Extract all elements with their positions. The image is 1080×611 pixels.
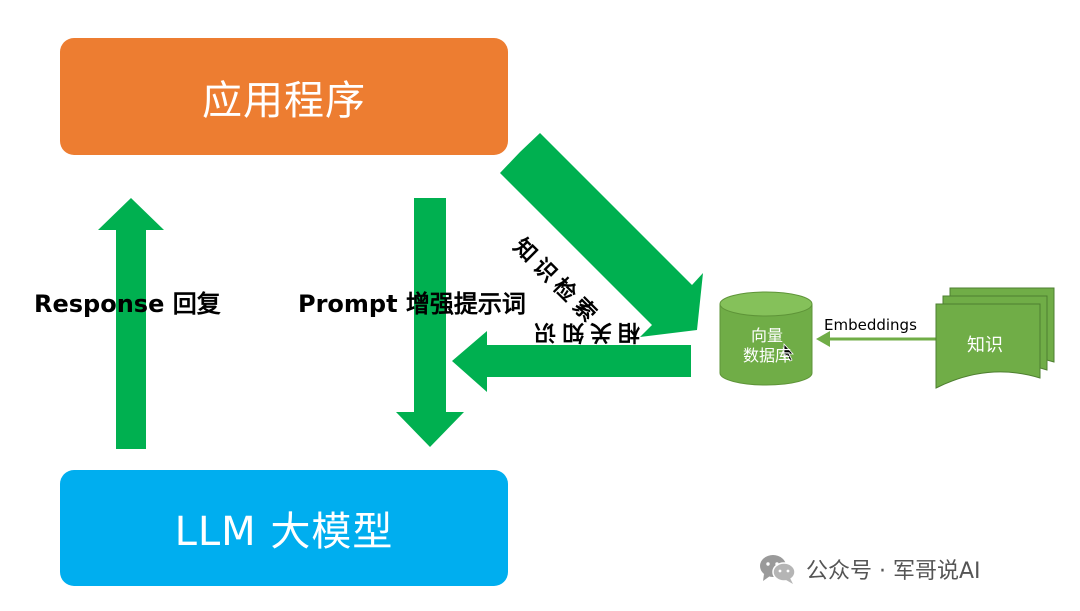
llm-box: LLM 大模型 [60,470,508,586]
response-label: Response 回复 [34,290,221,318]
related-arrow [452,331,691,392]
prompt-arrow [396,198,464,447]
vector-db-label: 向量 数据库 [722,326,812,366]
prompt-label: Prompt 增强提示词 [298,290,526,318]
knowledge-document-stack [935,287,1055,389]
response-arrow [98,198,164,449]
application-label: 应用程序 [202,77,366,124]
embeddings-label: Embeddings [824,316,917,334]
watermark: 公众号 · 军哥说AI [758,553,981,585]
cursor-icon [783,342,794,362]
llm-label: LLM 大模型 [174,509,394,555]
application-box: 应用程序 [60,38,508,155]
vector-db-cylinder [719,291,813,386]
related-knowledge-label: 相关知识 [527,319,640,344]
knowledge-label: 知识 [967,335,1003,356]
vector-db-line2: 数据库 [742,346,791,365]
watermark-text: 公众号 · 军哥说AI [806,559,981,584]
vector-db-line1: 向量 [750,326,783,345]
embeddings-arrow [816,331,938,347]
retrieve-arrow [500,133,703,337]
wechat-icon [760,555,796,584]
